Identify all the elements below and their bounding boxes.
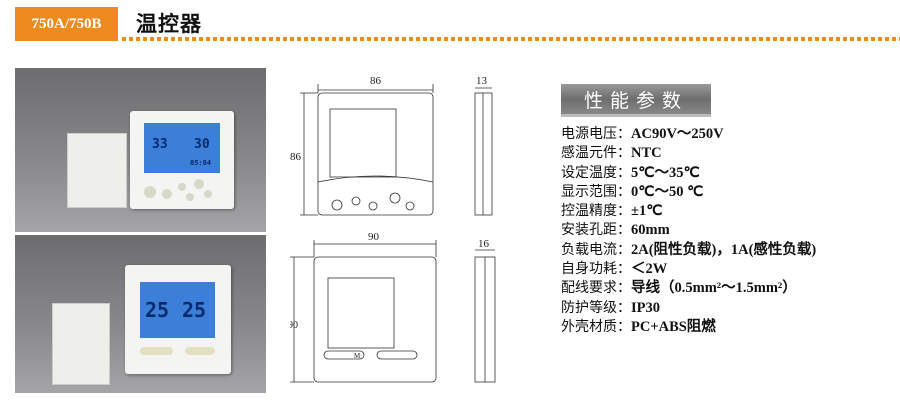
spec-label: 电源电压： bbox=[561, 126, 631, 142]
button bbox=[178, 183, 186, 191]
dim-a-width: 86 bbox=[370, 75, 382, 87]
spec-label: 设定温度： bbox=[561, 164, 631, 181]
spec-row: 电源电压：AC90V～250V bbox=[561, 125, 816, 144]
spec-label: 感温元件： bbox=[561, 145, 631, 162]
spec-label: 防护等级： bbox=[561, 299, 631, 316]
spec-value: NTC bbox=[631, 145, 662, 162]
button bbox=[186, 193, 194, 201]
spec-row: 负载电流：2A(阻性负载)，1A(感性负载) bbox=[561, 241, 816, 260]
model-badge: 750A/750B bbox=[15, 7, 118, 41]
spec-row: 防护等级：IP30 bbox=[561, 299, 816, 318]
dim-b-height: 90 bbox=[290, 320, 298, 331]
spec-value: 5℃～35℃ bbox=[631, 164, 700, 181]
spec-label: 安装孔距： bbox=[561, 222, 631, 239]
spec-value: IP30 bbox=[631, 299, 660, 316]
spec-label: 显示范围： bbox=[561, 183, 631, 200]
spec-row: 显示范围：0℃～50 ℃ bbox=[561, 183, 816, 202]
lcd-display: 25 25 bbox=[140, 282, 215, 338]
spec-row: 自身功耗：＜2W bbox=[561, 260, 816, 279]
spec-row: 设定温度：5℃～35℃ bbox=[561, 164, 816, 183]
spec-value: PC+ABS阻燃 bbox=[631, 318, 716, 335]
button-group bbox=[140, 347, 173, 355]
spec-value: 0℃～50 ℃ bbox=[631, 183, 704, 200]
spec-row: 安装孔距：60mm bbox=[561, 221, 816, 240]
spec-value: 导线（0.5mm²～1.5mm²） bbox=[631, 280, 797, 297]
spec-label: 控温精度： bbox=[561, 203, 631, 220]
button bbox=[162, 189, 172, 199]
spec-value: 60mm bbox=[631, 222, 670, 239]
thermostat-unit: 25 25 bbox=[125, 265, 231, 374]
spec-label: 自身功耗： bbox=[561, 261, 631, 278]
dim-b-button-m: M bbox=[354, 352, 361, 360]
spec-value: AC90V～250V bbox=[631, 126, 724, 142]
product-photo-750a: 33 30 05:04 bbox=[15, 68, 266, 232]
spec-value: 2A(阻性负载)，1A(感性负载) bbox=[631, 241, 817, 258]
dimension-drawings: 86 13 86 90 16 90 M bbox=[290, 75, 496, 383]
spec-label: 负载电流： bbox=[561, 241, 631, 258]
lcd-temp-right: 30 bbox=[194, 137, 210, 152]
relay-module bbox=[67, 133, 127, 208]
specs-heading: 性能参数 bbox=[561, 84, 711, 117]
lcd-temp-right: 25 bbox=[182, 298, 207, 322]
button bbox=[144, 186, 156, 198]
lcd-temp-left: 25 bbox=[145, 298, 170, 322]
lcd-time: 05:04 bbox=[190, 159, 212, 167]
button-group bbox=[185, 347, 215, 355]
page-title: 温控器 bbox=[136, 11, 202, 36]
dim-b-width: 90 bbox=[368, 231, 380, 243]
spec-row: 外壳材质：PC+ABS阻燃 bbox=[561, 318, 816, 337]
product-photo-750b: 25 25 bbox=[15, 235, 266, 393]
button bbox=[204, 190, 212, 198]
dim-a-depth: 13 bbox=[476, 75, 488, 87]
dim-b-depth: 16 bbox=[478, 238, 490, 250]
dotted-divider bbox=[122, 37, 900, 41]
lcd-display: 33 30 05:04 bbox=[144, 123, 220, 173]
lcd-temp-left: 33 bbox=[152, 137, 168, 152]
spec-value: ±1℃ bbox=[631, 203, 663, 220]
spec-label: 配线要求： bbox=[561, 280, 631, 297]
button bbox=[194, 179, 204, 189]
dim-a-height: 86 bbox=[290, 151, 302, 163]
spec-row: 配线要求：导线（0.5mm²～1.5mm²） bbox=[561, 279, 816, 298]
thermostat-unit: 33 30 05:04 bbox=[130, 111, 234, 209]
relay-module bbox=[52, 303, 110, 385]
spec-row: 控温精度：±1℃ bbox=[561, 202, 816, 221]
spec-row: 感温元件：NTC bbox=[561, 144, 816, 163]
spec-label: 外壳材质： bbox=[561, 318, 631, 335]
spec-value: ＜2W bbox=[631, 261, 668, 278]
